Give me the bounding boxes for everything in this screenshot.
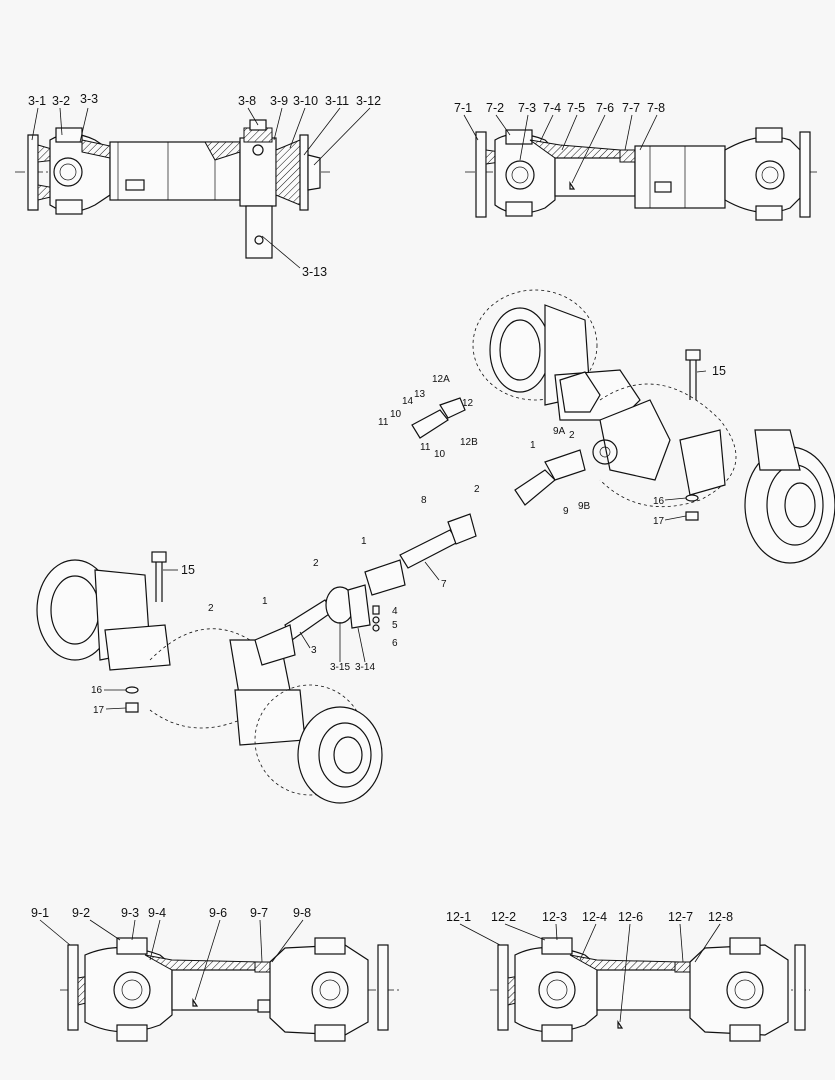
callout-17-b: 17	[93, 705, 105, 716]
callout-10-a: 10	[390, 409, 402, 420]
callout-3-14: 3-14	[355, 662, 375, 673]
callout-3-15: 3-15	[330, 662, 350, 673]
shaft-9-section-view	[60, 937, 400, 1042]
callout-10-b: 10	[434, 449, 446, 460]
callout-3-11: 3-11	[325, 94, 349, 108]
shaft-12-section-view	[490, 937, 810, 1042]
shaft-3-section-view	[15, 119, 330, 259]
callout-12-6: 12-6	[618, 910, 643, 924]
callout-15-a: 15	[712, 364, 726, 378]
callout-7-8: 7-8	[647, 101, 665, 115]
callout-9-1: 9-1	[31, 906, 49, 920]
callouts-top-left: 3-1 3-2 3-3 3-8 3-9 3-10 3-11 3-12 3-13	[28, 92, 381, 279]
callout-7-5: 7-5	[567, 101, 585, 115]
callout-12-8: 12-8	[708, 910, 733, 924]
callout-12-1: 12-1	[446, 910, 471, 924]
callout-9-4: 9-4	[148, 906, 166, 920]
callout-9-7: 9-7	[250, 906, 268, 920]
callout-7-6: 7-6	[596, 101, 614, 115]
callout-9-8: 9-8	[293, 906, 311, 920]
callout-11-b: 11	[420, 442, 431, 453]
callout-7-3: 7-3	[518, 101, 536, 115]
callout-3: 3	[311, 645, 317, 656]
callout-8: 8	[421, 495, 427, 506]
callout-16-a: 16	[653, 496, 665, 507]
callout-1-a: 1	[530, 440, 536, 451]
callout-9-2: 9-2	[72, 906, 90, 920]
callout-7-7: 7-7	[622, 101, 640, 115]
callouts-top-right: 7-1 7-2 7-3 7-4 7-5 7-6 7-7 7-8	[454, 101, 665, 184]
callout-7-1: 7-1	[454, 101, 472, 115]
callout-7: 7	[441, 579, 447, 590]
callout-2-b: 2	[474, 484, 480, 495]
callout-6: 6	[392, 638, 398, 649]
callout-9-3: 9-3	[121, 906, 139, 920]
callout-12-3: 12-3	[542, 910, 567, 924]
callout-9-6: 9-6	[209, 906, 227, 920]
callout-3-1: 3-1	[28, 94, 46, 108]
callout-1-c: 1	[262, 596, 268, 607]
callouts-middle: 12A 14 13 12 10 11 12B 11 10 1 9A 2 9 9B…	[91, 364, 726, 716]
callout-11-a: 11	[378, 417, 389, 428]
callout-5: 5	[392, 620, 398, 631]
front-axle-assembly	[36, 551, 383, 804]
callout-12: 12	[462, 398, 474, 409]
callout-13: 13	[414, 389, 426, 400]
shaft-7-section-view	[465, 127, 820, 221]
callout-12A: 12A	[432, 374, 450, 385]
callout-3-10: 3-10	[293, 94, 318, 108]
callout-12B: 12B	[460, 437, 478, 448]
callout-9B: 9B	[578, 501, 591, 512]
callout-3-3: 3-3	[80, 92, 98, 106]
rear-axle-assembly	[472, 289, 835, 564]
callout-2-d: 2	[208, 603, 214, 614]
callout-14: 14	[402, 396, 414, 407]
propeller-shafts	[254, 397, 586, 666]
callout-12-2: 12-2	[491, 910, 516, 924]
callout-4: 4	[392, 606, 398, 617]
callout-3-13: 3-13	[302, 265, 327, 279]
callouts-bottom-left: 9-1 9-2 9-3 9-4 9-6 9-7 9-8	[31, 906, 311, 1001]
callout-7-2: 7-2	[486, 101, 504, 115]
callout-9: 9	[563, 506, 569, 517]
callout-15-b: 15	[181, 563, 195, 577]
callout-3-9: 3-9	[270, 94, 288, 108]
callout-3-2: 3-2	[52, 94, 70, 108]
callout-3-8: 3-8	[238, 94, 256, 108]
callout-16-b: 16	[91, 685, 103, 696]
callout-17-a: 17	[653, 516, 665, 527]
callout-7-4: 7-4	[543, 101, 561, 115]
callout-2-c: 2	[313, 558, 319, 569]
callouts-bottom-right: 12-1 12-2 12-3 12-4 12-6 12-7 12-8	[446, 910, 733, 1023]
callout-9A: 9A	[553, 426, 566, 437]
callout-12-7: 12-7	[668, 910, 693, 924]
callout-12-4: 12-4	[582, 910, 607, 924]
callout-2-a: 2	[569, 430, 575, 441]
callout-1-b: 1	[361, 536, 367, 547]
callout-3-12: 3-12	[356, 94, 381, 108]
